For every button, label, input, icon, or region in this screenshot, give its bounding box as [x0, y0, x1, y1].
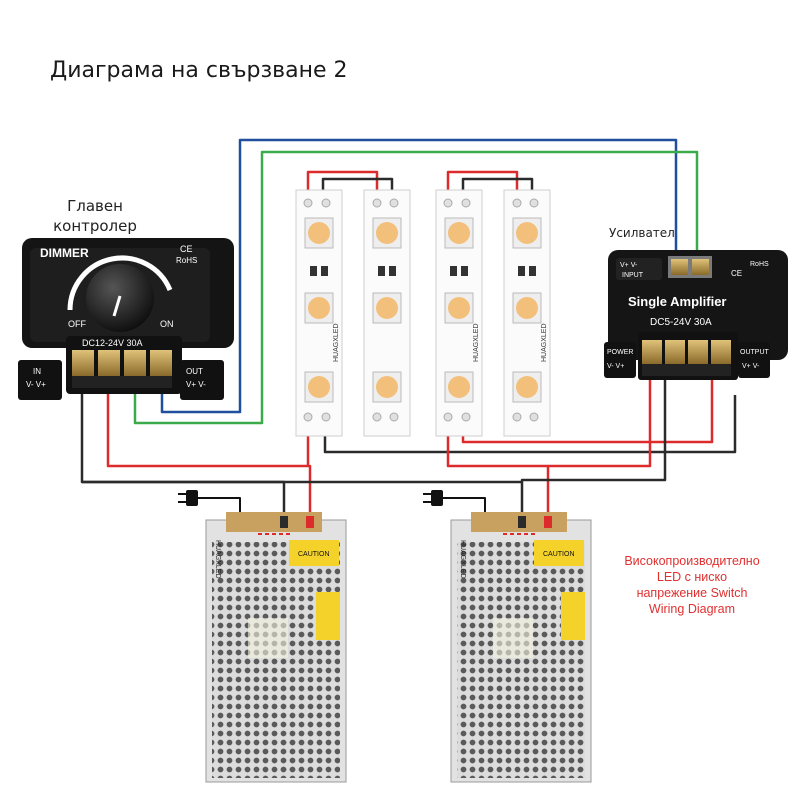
dimmer-in-bracket	[18, 360, 62, 400]
led-chip	[308, 376, 330, 398]
dimmer-on-label: ON	[160, 319, 174, 329]
note-line-1: Високопроизводително	[624, 554, 760, 568]
psu2-caution-text: CAUTION	[543, 551, 575, 558]
dimmer-arc	[67, 255, 173, 311]
amplifier-power-pins: V- V+	[607, 363, 624, 370]
wires	[80, 138, 737, 520]
power-supply-1: HUAGXLED CAUTION	[205, 512, 347, 783]
led-strip-1: HUAGXLED	[295, 189, 343, 437]
dimmer-out-pins: V+ V-	[186, 380, 206, 389]
led-strip-3: HUAGXLED	[435, 189, 483, 437]
amplifier-output-label: OUTPUT	[740, 349, 770, 356]
note-line-4: Wiring Diagram	[648, 602, 736, 616]
amplifier-input-plate	[616, 258, 662, 280]
plug-icon	[423, 490, 443, 506]
psu2-caution-label	[534, 540, 584, 566]
psu1-brand: HUAGXLED	[214, 540, 221, 579]
strip2-red-jumper	[446, 170, 519, 200]
psu2-red-to-amp	[546, 380, 652, 520]
led-strip-4: HUAGXLED	[503, 189, 551, 437]
dimmer-terminal-1	[72, 350, 94, 376]
diagram-title: Диаграма на свързване 2	[50, 58, 348, 83]
amplifier-input-label: INPUT	[622, 272, 644, 279]
amplifier-output-pins: V+ V-	[742, 363, 760, 370]
amplifier-name: Single Amplifier	[628, 294, 726, 309]
dimmer-terminal-base	[72, 376, 172, 388]
amplifier-label: Усилвател	[609, 226, 675, 240]
dimmer-name: DIMMER	[40, 246, 89, 260]
dimmer-in-label: IN	[33, 367, 41, 376]
green-control-wire	[133, 150, 699, 425]
dimmer-device: DIMMER CE RoHS OFF ON DC12-24V 30A IN V-…	[18, 238, 234, 400]
led-strip-brand: HUAGXLED	[473, 323, 480, 362]
led-chip	[448, 297, 470, 319]
led-chip	[308, 297, 330, 319]
psu1-terminal-strip[interactable]	[226, 512, 322, 532]
note-line-2: LED с ниско	[656, 570, 728, 584]
dimmer-out-label: OUT	[186, 367, 203, 376]
amplifier-output-bracket	[738, 342, 770, 378]
dimmer-terminal-2	[98, 350, 120, 376]
amplifier-power-bracket	[604, 342, 636, 378]
dimmer-in-pins: V- V+	[26, 380, 46, 389]
psu1-caution-label	[289, 540, 339, 566]
psu2-mesh	[457, 542, 585, 778]
amplifier-rohs: RoHS	[750, 261, 769, 268]
led-chip	[376, 376, 398, 398]
amp-red-to-strip2	[461, 378, 714, 444]
led-chip	[516, 222, 538, 244]
psu2-component	[493, 618, 533, 658]
led-chip	[308, 222, 330, 244]
dimmer-off-label: OFF	[68, 319, 86, 329]
psu2-black-to-amp	[520, 380, 667, 520]
main-controller-label: Главен контролер	[40, 196, 150, 236]
blue-control-wire	[160, 138, 678, 414]
amplifier-input-pins: V+ V-	[620, 262, 638, 269]
dimmer-knob-pointer	[112, 295, 122, 317]
psu1-mesh	[212, 542, 340, 778]
diagram-note: Високопроизводително LED с ниско напреже…	[608, 553, 776, 617]
dimmer-terminal-3	[124, 350, 146, 376]
dimmer-terminal-4	[150, 350, 172, 376]
dimmer-out-bracket	[180, 360, 224, 400]
led-strips: HUAGXLED HUAGXLED	[295, 189, 551, 437]
amplifier-rating: DC5-24V 30A	[650, 317, 712, 328]
amplifier-power-label: POWER	[607, 349, 633, 356]
led-strip-brand: HUAGXLED	[541, 323, 548, 362]
led-chip	[376, 297, 398, 319]
led-chip	[516, 297, 538, 319]
psu2-brand: HUAGXLED	[459, 540, 466, 579]
led-chip	[516, 376, 538, 398]
psu2-side-label	[561, 592, 585, 640]
plug-icon	[178, 490, 198, 506]
led-chip	[448, 376, 470, 398]
psu1-side-label	[316, 592, 340, 640]
dimmer-terminals[interactable]	[72, 350, 172, 388]
amplifier-ce: CE	[731, 269, 742, 278]
psu1-caution-text: CAUTION	[298, 551, 330, 558]
led-strip-2	[363, 189, 411, 437]
psu-wire-ends	[280, 516, 552, 528]
strip1-red-jumper	[306, 170, 379, 200]
note-line-3: напрежение Switch	[636, 586, 748, 600]
dimmer-rating: DC12-24V 30A	[82, 338, 143, 348]
led-chip	[376, 222, 398, 244]
amplifier-device: V+ V- INPUT CE RoHS Single Amplifier DC5…	[604, 250, 788, 380]
power-supply-2: HUAGXLED CAUTION	[450, 512, 592, 783]
psu1-component	[248, 618, 288, 658]
main-controller-label-line-1: Главен	[67, 197, 123, 215]
led-chip	[448, 222, 470, 244]
dimmer-rohs: RoHS	[176, 256, 197, 265]
dimmer-ce: CE	[180, 244, 193, 254]
psu1-red-to-dimmer	[106, 376, 312, 520]
led-strip-brand: HUAGXLED	[333, 323, 340, 362]
amplifier-terminals[interactable]	[642, 340, 731, 376]
main-controller-label-line-2: контролер	[53, 217, 137, 235]
